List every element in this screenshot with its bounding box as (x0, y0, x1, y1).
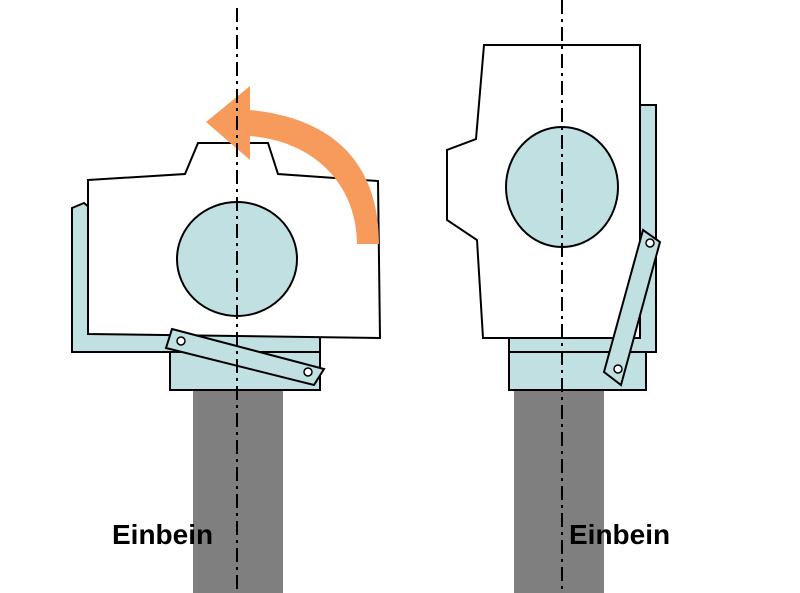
right-monopod (514, 388, 604, 593)
curved-arrow-icon (206, 86, 379, 244)
left-clamp-lever (164, 327, 326, 387)
right-monopod-label: Einbein (569, 519, 670, 550)
right-assembly: Einbein (446, 0, 670, 593)
right-clamp-lever (602, 228, 662, 387)
left-assembly: Einbein (71, 8, 382, 593)
left-monopod-label: Einbein (112, 519, 213, 550)
